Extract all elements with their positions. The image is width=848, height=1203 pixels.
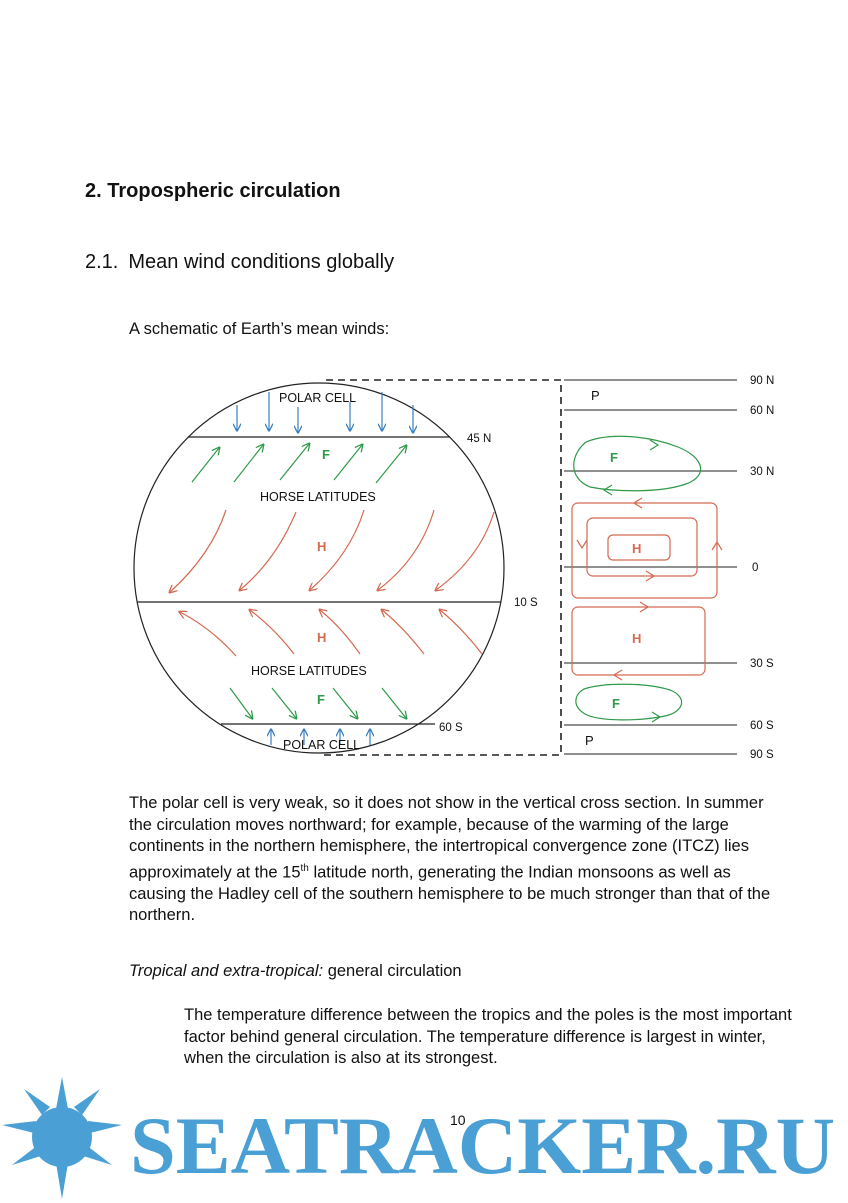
- latitude-60s-label: 60 S: [439, 722, 463, 734]
- body-paragraph: The polar cell is very weak, so it does …: [129, 793, 789, 927]
- hadley-loop-outer: [572, 503, 717, 598]
- axis-label-60s: 60 S: [750, 720, 774, 732]
- hadley-north-label: H: [317, 539, 326, 554]
- hadley-arrow: [240, 512, 296, 590]
- loop-arrowhead: [577, 540, 587, 548]
- ferrel-north-label: F: [322, 447, 330, 462]
- axis-label-60n: 60 N: [750, 405, 774, 417]
- page-number: 10: [450, 1112, 466, 1128]
- watermark-logo: SEATRACKER.RU: [0, 1075, 848, 1203]
- subsection-rest: general circulation: [323, 962, 462, 980]
- ordinal-superscript: th: [301, 863, 309, 874]
- ferrel-arrow: [234, 445, 263, 482]
- cross-section-lines: [564, 380, 737, 754]
- hadley-north-loops: [572, 498, 722, 598]
- ferrel-arrow: [192, 448, 219, 482]
- body-paragraph-2: The temperature difference between the t…: [184, 1005, 794, 1070]
- ferrel-arrow: [272, 688, 296, 718]
- axis-label-30n: 30 N: [750, 466, 774, 478]
- polar-cell-top-label: POLAR CELL: [279, 391, 356, 405]
- ferrel-north-arrows: [192, 444, 406, 483]
- dashed-connector: [320, 380, 561, 755]
- ferrel-arrow: [230, 688, 252, 718]
- polar-south-p-label: P: [585, 733, 594, 748]
- hadley-north-cross-label: H: [632, 541, 641, 556]
- horse-latitudes-north-label: HORSE LATITUDES: [260, 490, 376, 504]
- hadley-arrow: [382, 610, 424, 654]
- hadley-arrow: [180, 612, 236, 656]
- ferrel-loop-path: [574, 436, 701, 491]
- axis-label-90s: 90 S: [750, 749, 774, 761]
- ferrel-arrow: [280, 444, 309, 480]
- hadley-arrow: [250, 610, 294, 654]
- watermark-text: SEATRACKER.RU: [130, 1100, 835, 1191]
- loop-arrowhead: [650, 440, 658, 450]
- polar-cell-bottom-label: POLAR CELL: [283, 738, 360, 752]
- horse-latitudes-south-label: HORSE LATITUDES: [251, 664, 367, 678]
- axis-label-30s: 30 S: [750, 658, 774, 670]
- subsection-italic: Tropical and extra-tropical:: [129, 962, 323, 980]
- sun-icon: [2, 1077, 122, 1199]
- ferrel-south-loop: [576, 684, 682, 722]
- ferrel-north-loop: [574, 436, 701, 495]
- ferrel-arrow: [376, 446, 406, 483]
- subsection-title-line: Tropical and extra-tropical: general cir…: [129, 962, 462, 981]
- hadley-south-label: H: [317, 630, 326, 645]
- latitude-45n-label: 45 N: [467, 433, 491, 445]
- hadley-south-cross-label: H: [632, 631, 641, 646]
- polar-north-p-label: P: [591, 388, 600, 403]
- hadley-arrow: [440, 610, 482, 654]
- hadley-arrow: [170, 510, 226, 592]
- ferrel-arrow: [334, 445, 362, 480]
- axis-label-90n: 90 N: [750, 375, 774, 387]
- hadley-south-arrows: [180, 610, 482, 656]
- hadley-arrow: [378, 510, 434, 590]
- ferrel-south-cross-label: F: [612, 696, 620, 711]
- ferrel-arrow: [333, 688, 357, 718]
- ferrel-south-label: F: [317, 692, 325, 707]
- hadley-arrow: [436, 512, 494, 590]
- ferrel-arrow: [382, 688, 406, 718]
- ferrel-loop-path: [576, 684, 682, 720]
- hadley-north-arrows: [170, 510, 494, 592]
- axis-label-0: 0: [752, 562, 758, 574]
- latitude-10s-label: 10 S: [514, 597, 538, 609]
- ferrel-north-cross-label: F: [610, 450, 618, 465]
